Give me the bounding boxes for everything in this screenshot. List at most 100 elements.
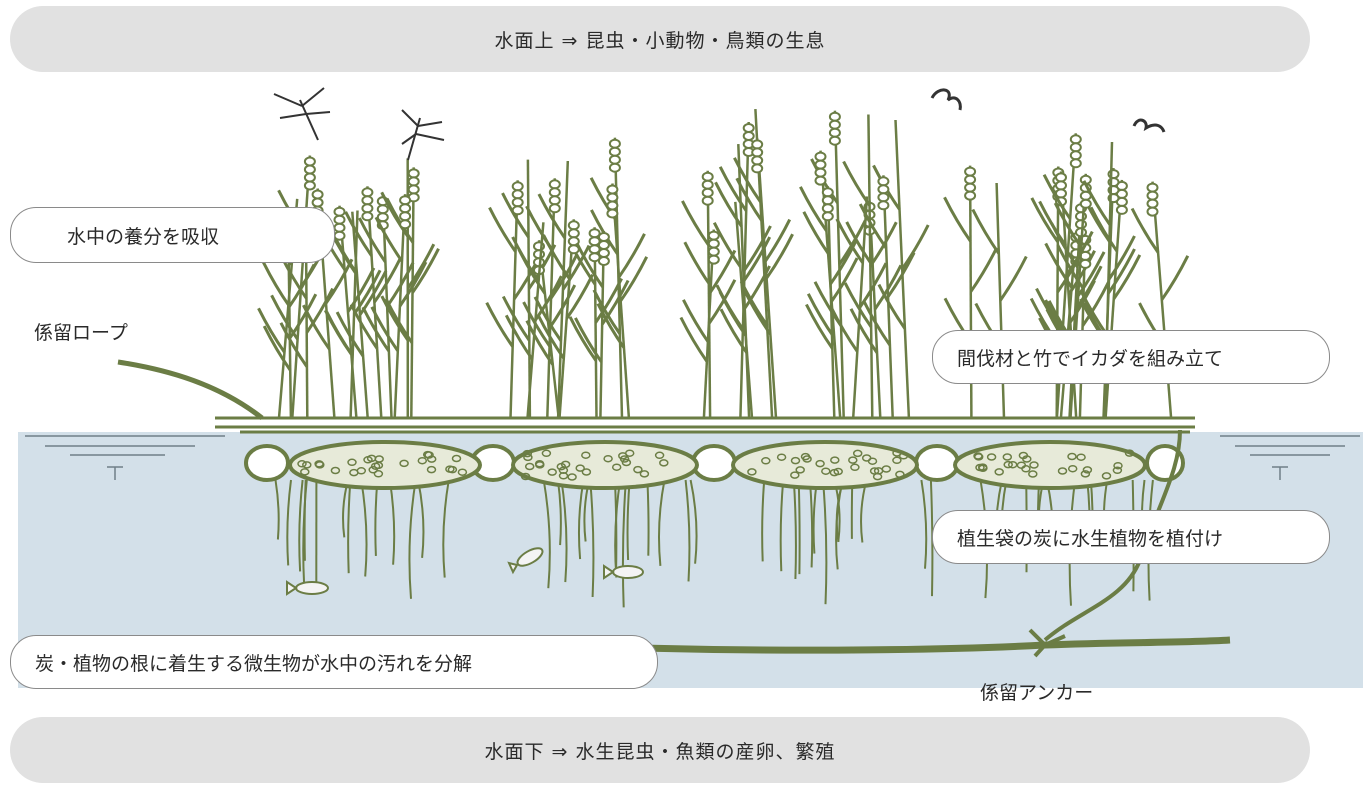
flower-bud: [823, 188, 833, 196]
flower-bud: [1071, 151, 1081, 159]
plant-leaf: [594, 290, 620, 334]
flower-bud: [703, 181, 713, 189]
flower-bud: [1148, 208, 1158, 216]
plant-leaf: [815, 282, 841, 326]
mooring-rope: [118, 362, 262, 418]
plant-leaf: [945, 197, 971, 241]
flower-bud: [752, 156, 762, 164]
flower-bud: [1056, 181, 1066, 189]
flower-bud: [1080, 260, 1090, 268]
raft-frame: [215, 418, 1195, 432]
flower-bud: [709, 232, 719, 240]
plant-leaf: [973, 210, 999, 254]
flower-bud: [830, 121, 840, 129]
flower-bud: [1117, 206, 1127, 214]
flower-bud: [610, 148, 620, 156]
flower-bud: [744, 132, 754, 140]
flower-bud: [823, 204, 833, 212]
flower-bud: [607, 194, 617, 202]
flower-bud: [313, 191, 323, 199]
plant-leaf: [1000, 257, 1026, 301]
plant-leaf: [575, 318, 601, 362]
flower-bud: [362, 188, 372, 196]
flower-bud: [362, 212, 372, 220]
flower-bud: [830, 129, 840, 137]
plant-leaf: [971, 248, 997, 292]
flower-bud: [513, 206, 523, 214]
flower-bud: [752, 148, 762, 156]
plant-leaf: [1032, 198, 1058, 242]
flower-bud: [569, 229, 579, 237]
plant-leaf: [683, 300, 709, 344]
flower-bud: [709, 248, 719, 256]
flower-bud: [816, 169, 826, 177]
flower-bud: [1081, 200, 1091, 208]
flower-bud: [534, 250, 544, 258]
flower-bud: [1056, 173, 1066, 181]
flower-bud: [313, 199, 323, 207]
raft-text: 間伐材と竹でイカダを組み立て: [957, 344, 1223, 371]
flower-bud: [610, 140, 620, 148]
plant-leaf: [570, 317, 596, 361]
charcoal-bag: [290, 442, 480, 488]
below-water-text: 水面下 ⇒ 水生昆虫・魚類の産卵、繁殖: [485, 737, 836, 764]
flower-bud: [830, 113, 840, 121]
flower-bud: [550, 196, 560, 204]
mooring-rope-label: 係留ロープ: [34, 318, 128, 345]
flower-bud: [965, 184, 975, 192]
flower-bud: [409, 169, 419, 177]
flower-bud: [305, 174, 315, 182]
dragonfly-icon: [274, 88, 330, 140]
raft-label: 間伐材と竹でイカダを組み立て: [932, 330, 1330, 384]
flower-bud: [1148, 184, 1158, 192]
flower-bud: [1148, 200, 1158, 208]
flower-bud: [1076, 220, 1086, 228]
plant-leaf: [830, 240, 856, 284]
flower-bud: [550, 204, 560, 212]
flower-bud: [878, 193, 888, 201]
flower-bud: [335, 224, 345, 232]
plant-leaf: [602, 281, 628, 325]
flower-bud: [823, 212, 833, 220]
flower-bud: [830, 137, 840, 145]
plant-leaf: [685, 242, 711, 286]
flower-bud: [599, 257, 609, 265]
flower-bud: [1071, 159, 1081, 167]
plant-leaf: [1081, 291, 1107, 335]
root: [647, 480, 648, 556]
flower-bud: [335, 208, 345, 216]
flower-bud: [513, 182, 523, 190]
flower-bud: [1071, 143, 1081, 151]
flower-bud: [305, 182, 315, 190]
flower-bud: [599, 233, 609, 241]
flower-bud: [610, 156, 620, 164]
flower-bud: [816, 177, 826, 185]
bird-icon: [1134, 120, 1164, 132]
flower-bud: [400, 196, 410, 204]
flower-bud: [1056, 189, 1066, 197]
microbes-text: 炭・植物の根に着生する微生物が水中の汚れを分解: [35, 649, 472, 676]
above-water-text: 水面上 ⇒ 昆虫・小動物・鳥類の生息: [495, 26, 826, 53]
microbes-label: 炭・植物の根に着生する微生物が水中の汚れを分解: [10, 635, 658, 689]
plant-leaf: [902, 225, 928, 269]
flower-bud: [335, 216, 345, 224]
planting-label: 植生袋の炭に水生植物を植付け: [932, 510, 1330, 564]
flower-bud: [400, 204, 410, 212]
flower-bud: [752, 140, 762, 148]
absorb-nutrients-label: 水中の養分を吸収: [10, 207, 335, 263]
dragonfly-icon: [402, 110, 444, 160]
flower-bud: [305, 158, 315, 166]
charcoal-bag: [733, 442, 917, 488]
mooring-rope-text: 係留ロープ: [34, 322, 128, 344]
root: [799, 480, 800, 574]
flower-bud: [599, 249, 609, 257]
flower-bud: [378, 213, 388, 221]
flower-bud: [816, 153, 826, 161]
flower-bud: [1148, 192, 1158, 200]
flower-bud: [305, 166, 315, 174]
root: [305, 480, 306, 561]
flower-bud: [744, 124, 754, 132]
flower-bud: [362, 204, 372, 212]
plant-leaf: [844, 162, 870, 206]
flower-bud: [823, 196, 833, 204]
